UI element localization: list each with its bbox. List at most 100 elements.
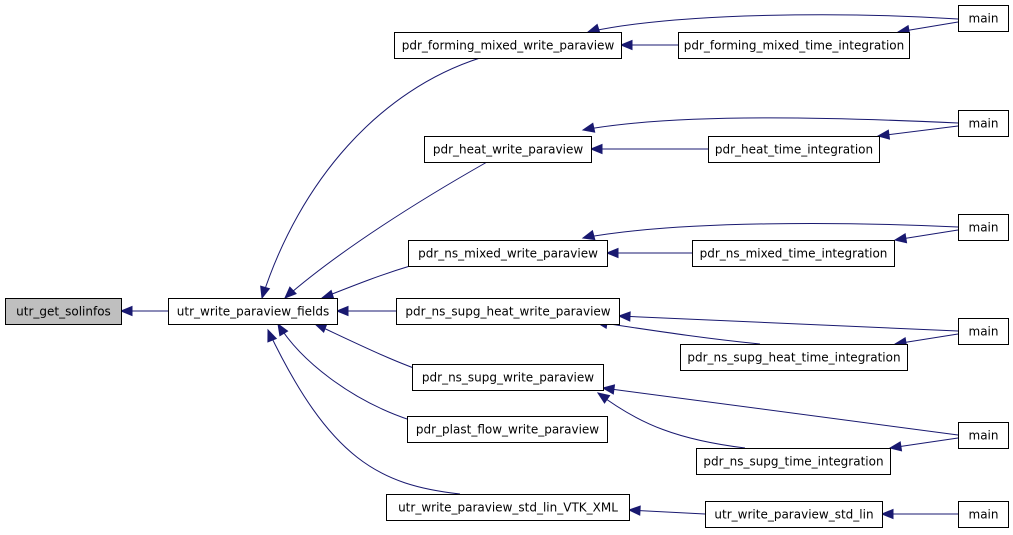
arrowhead-icon xyxy=(596,392,611,404)
arrowhead-icon xyxy=(880,508,894,520)
edge-line xyxy=(284,161,488,299)
edge-n16-to-n14 xyxy=(601,384,959,436)
node-box[interactable] xyxy=(424,136,592,163)
node-box[interactable] xyxy=(412,364,604,391)
edge-n19-to-n18 xyxy=(627,505,706,516)
graph-node-n11[interactable]: pdr_ns_supg_heat_write_paraview xyxy=(396,298,620,325)
edge-n18-to-n1 xyxy=(267,328,461,495)
node-box[interactable] xyxy=(396,298,620,325)
edge-n20-to-n19 xyxy=(880,508,958,520)
node-label: main xyxy=(969,221,999,235)
node-label: pdr_ns_supg_time_integration xyxy=(703,455,883,469)
node-label: main xyxy=(969,508,999,522)
node-box[interactable] xyxy=(386,494,630,521)
graph-node-n5[interactable]: pdr_heat_write_paraview xyxy=(424,136,592,163)
arrowhead-icon xyxy=(617,311,631,322)
node-box[interactable] xyxy=(696,448,891,475)
arrowhead-icon xyxy=(619,39,633,51)
graph-node-n3[interactable]: pdr_forming_mixed_time_integration xyxy=(678,32,910,59)
edge-n12-to-n11 xyxy=(594,318,761,345)
arrowhead-icon xyxy=(119,305,133,317)
edge-line xyxy=(277,323,411,421)
edge-line xyxy=(587,14,959,33)
edge-n7-to-n5 xyxy=(581,117,959,133)
edge-line xyxy=(618,315,959,332)
graph-node-n6[interactable]: pdr_heat_time_integration xyxy=(708,136,880,163)
graph-node-n0[interactable]: utr_get_solinfos xyxy=(5,298,122,325)
node-box[interactable] xyxy=(705,501,883,528)
edge-line xyxy=(321,265,411,299)
edge-n1-to-n0 xyxy=(119,305,168,317)
nodes-layer: utr_get_solinfos utr_write_paraview_field… xyxy=(5,5,1009,528)
node-label: pdr_heat_write_paraview xyxy=(433,143,583,157)
node-label: pdr_plast_flow_write_paraview xyxy=(416,423,599,437)
node-box[interactable] xyxy=(168,298,338,325)
node-box[interactable] xyxy=(407,416,608,443)
graph-node-n16[interactable]: main xyxy=(958,422,1009,449)
graph-node-n9[interactable]: pdr_ns_mixed_time_integration xyxy=(692,240,895,267)
node-label: pdr_forming_mixed_write_paraview xyxy=(402,39,615,53)
graph-node-n10[interactable]: main xyxy=(958,214,1009,241)
edge-line xyxy=(597,392,746,449)
arrowhead-icon xyxy=(277,322,289,337)
graph-node-n15[interactable]: pdr_ns_supg_time_integration xyxy=(696,448,891,475)
edges-layer xyxy=(119,14,959,520)
node-box[interactable] xyxy=(680,344,908,371)
arrowhead-icon xyxy=(284,286,297,299)
arrowhead-icon xyxy=(627,505,641,516)
node-box[interactable] xyxy=(958,318,1009,345)
graph-node-n4[interactable]: main xyxy=(958,5,1009,32)
node-label: utr_write_paraview_fields xyxy=(177,305,329,319)
node-label: pdr_forming_mixed_time_integration xyxy=(684,39,905,53)
node-box[interactable] xyxy=(958,422,1009,449)
node-label: pdr_ns_supg_heat_write_paraview xyxy=(405,305,610,319)
node-box[interactable] xyxy=(394,32,622,59)
graph-node-n18[interactable]: utr_write_paraview_std_lin_VTK_XML xyxy=(386,494,630,521)
graph-node-n8[interactable]: pdr_ns_mixed_write_paraview xyxy=(408,240,608,267)
node-box[interactable] xyxy=(708,136,880,163)
node-label: pdr_ns_supg_heat_time_integration xyxy=(687,351,900,365)
arrowhead-icon xyxy=(581,122,596,133)
graph-node-n13[interactable]: main xyxy=(958,318,1009,345)
node-box[interactable] xyxy=(958,5,1009,32)
node-label: utr_write_paraview_std_lin_VTK_XML xyxy=(398,501,618,515)
node-label: utr_get_solinfos xyxy=(16,305,111,319)
edge-line xyxy=(582,117,959,131)
arrowhead-icon xyxy=(267,328,278,343)
arrowhead-icon xyxy=(586,23,601,34)
node-box[interactable] xyxy=(678,32,910,59)
arrowhead-icon xyxy=(601,384,616,395)
node-box[interactable] xyxy=(958,501,1009,528)
arrowhead-icon xyxy=(589,143,603,155)
graph-node-n19[interactable]: utr_write_paraview_std_lin xyxy=(705,501,883,528)
edge-n2-to-n1 xyxy=(260,57,481,300)
node-box[interactable] xyxy=(408,240,608,267)
node-label: pdr_heat_time_integration xyxy=(715,143,873,157)
graph-node-n17[interactable]: pdr_plast_flow_write_paraview xyxy=(407,416,608,443)
node-label: main xyxy=(969,117,999,131)
graph-node-n2[interactable]: pdr_forming_mixed_write_paraview xyxy=(394,32,622,59)
edge-n17-to-n1 xyxy=(277,322,411,421)
graph-node-n12[interactable]: pdr_ns_supg_heat_time_integration xyxy=(680,344,908,371)
graph-node-n14[interactable]: pdr_ns_supg_write_paraview xyxy=(412,364,604,391)
graph-node-n20[interactable]: main xyxy=(958,501,1009,528)
graph-node-n7[interactable]: main xyxy=(958,110,1009,137)
edge-n6-to-n5 xyxy=(589,143,708,155)
edge-n9-to-n8 xyxy=(605,247,692,259)
edge-line xyxy=(582,223,959,239)
node-label: pdr_ns_supg_write_paraview xyxy=(422,371,594,385)
graph-node-n1[interactable]: utr_write_paraview_fields xyxy=(168,298,338,325)
node-label: pdr_ns_mixed_write_paraview xyxy=(418,247,598,261)
edge-n10-to-n9 xyxy=(893,229,959,244)
node-box[interactable] xyxy=(958,110,1009,137)
arrowhead-icon xyxy=(876,129,891,140)
edge-n4-to-n2 xyxy=(586,14,959,34)
node-box[interactable] xyxy=(958,214,1009,241)
arrowhead-icon xyxy=(320,289,335,300)
node-box[interactable] xyxy=(692,240,895,267)
arrowhead-icon xyxy=(335,305,349,317)
node-box[interactable] xyxy=(5,298,122,325)
arrowhead-icon xyxy=(888,441,903,452)
node-label: main xyxy=(969,429,999,443)
